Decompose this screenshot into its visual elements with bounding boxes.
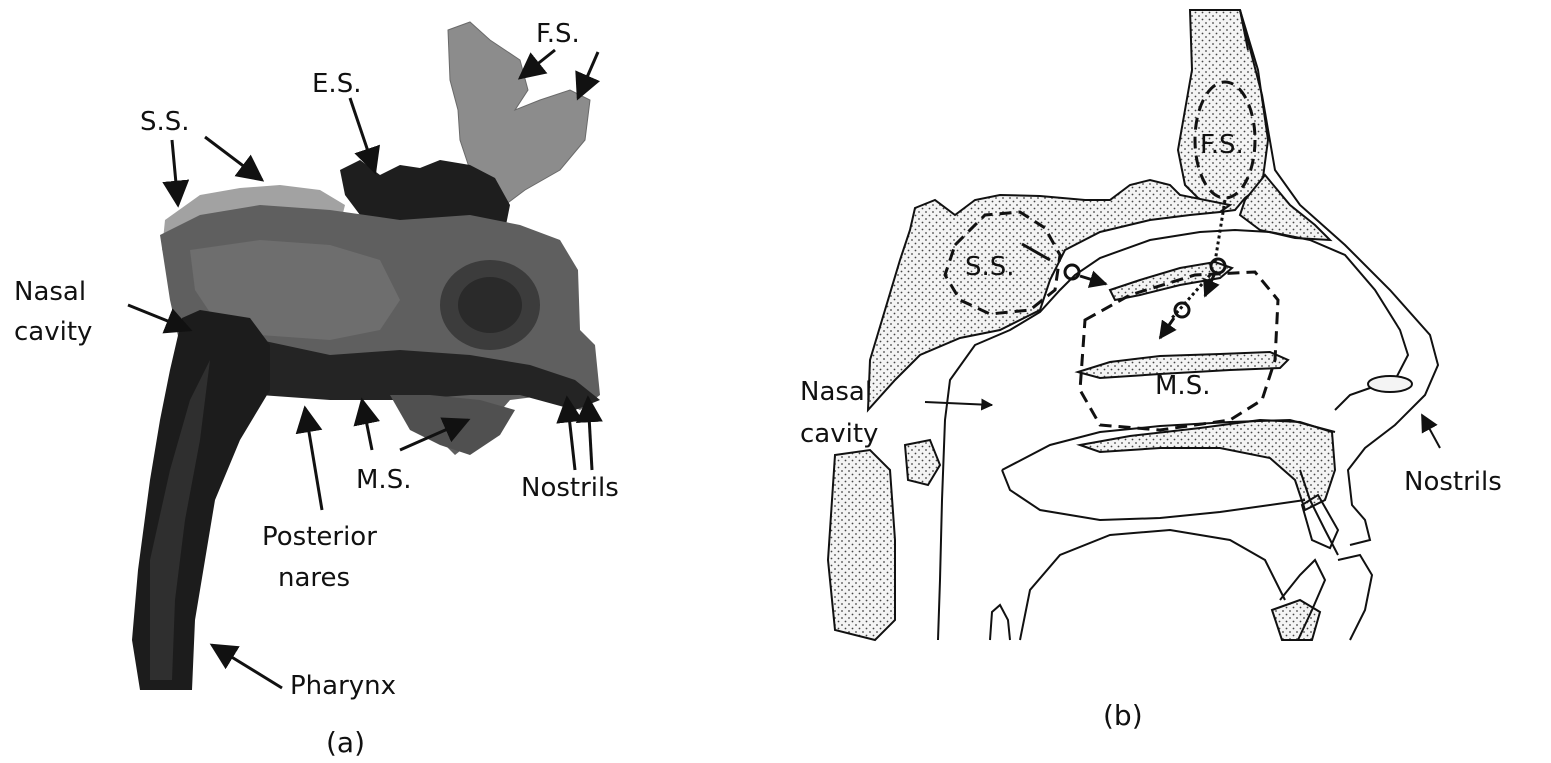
panel-a: F.S. E.S. S.S. Nasal cavity M.S. Nostril… [14, 19, 619, 759]
panel-b: F.S. S.S. M.S. Nasal cavity Nostrils (b) [800, 10, 1502, 732]
posterior-wall [828, 450, 895, 640]
label-a-es: E.S. [312, 69, 361, 99]
label-b-nasal: Nasal [800, 377, 872, 407]
tongue-outline [1020, 530, 1285, 640]
arrow-b-ms-ostium [1160, 318, 1174, 338]
arrow-a-fs-1 [520, 50, 555, 78]
maxillary-sinus-core [458, 277, 522, 333]
upper-turbinate [1110, 262, 1232, 300]
label-a-nostrils: Nostrils [521, 473, 619, 503]
arrow-b-nasal-cavity [925, 402, 992, 405]
label-a-ss: S.S. [140, 107, 190, 137]
label-b-nostrils: Nostrils [1404, 467, 1502, 497]
label-b-cavity: cavity [800, 419, 878, 449]
caption-a: (a) [326, 726, 365, 759]
label-a-posterior: Posterior [262, 522, 377, 552]
arrow-a-pharynx [212, 645, 282, 688]
palate-lower-line [1002, 470, 1305, 520]
arrow-a-es [350, 98, 375, 172]
caption-b: (b) [1103, 699, 1143, 732]
arrow-b-ss-ostium [1080, 276, 1106, 284]
nostril-shape [1368, 376, 1412, 392]
label-a-nasal: Nasal [14, 277, 86, 307]
arrow-a-nostril-2 [588, 398, 592, 470]
label-a-pharynx: Pharynx [290, 671, 396, 701]
hard-palate [1080, 420, 1335, 510]
arrow-b-nostrils [1422, 415, 1440, 448]
label-b-ss: S.S. [965, 252, 1015, 282]
arrow-a-fs-2 [578, 52, 598, 98]
label-b-ms: M.S. [1155, 371, 1210, 401]
vertebra-fragment [905, 440, 940, 485]
label-a-ms: M.S. [356, 465, 411, 495]
oral-inner [990, 605, 1010, 640]
arrow-a-ss-2 [205, 137, 262, 180]
arrow-a-ms-2 [362, 400, 372, 450]
label-a-cavity: cavity [14, 317, 92, 347]
frontal-bone [1178, 10, 1268, 212]
label-a-nares: nares [278, 563, 350, 593]
face-profile [1240, 10, 1438, 545]
label-b-fs: F.S. [1200, 130, 1244, 160]
sinus-ms-outline [1080, 272, 1278, 430]
panel-a-model [132, 22, 600, 690]
lip-lower [1338, 555, 1372, 640]
arrow-a-posterior [305, 408, 322, 510]
label-a-fs: F.S. [536, 19, 580, 49]
arrow-a-ss-1 [172, 140, 178, 205]
